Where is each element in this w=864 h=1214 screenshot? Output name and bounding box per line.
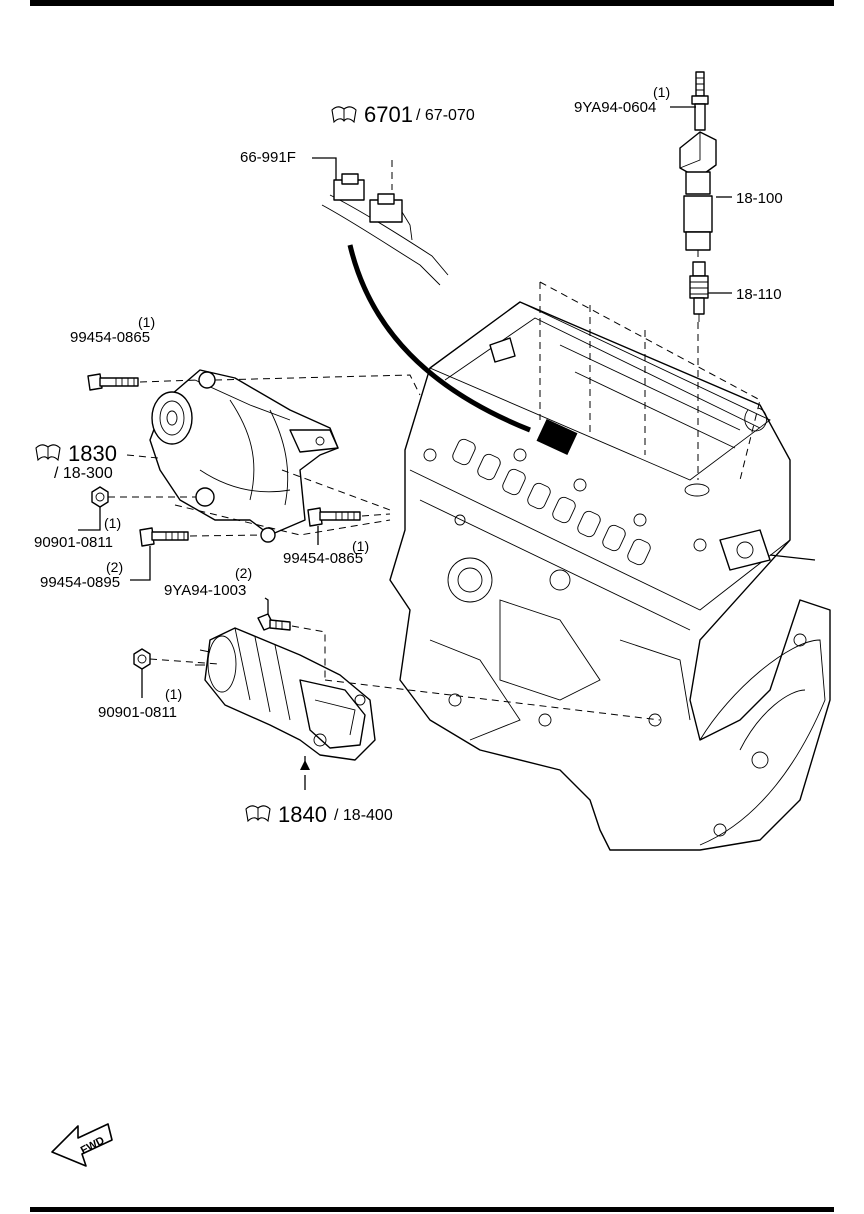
callout-starter-sub: / 18-400: [334, 807, 393, 824]
qty-alt-nut: (1): [104, 515, 121, 531]
ignition-coil: [679, 131, 717, 179]
alt-bolt-upper: [87, 373, 421, 396]
engine-block: [389, 301, 831, 851]
qty-starter-nut: (1): [165, 686, 182, 702]
head-connector: [536, 418, 578, 456]
reference-book-icon: [331, 106, 357, 124]
label-ignition-coil: 18-100: [736, 190, 783, 207]
fwd-arrow-icon: FWD: [51, 1123, 113, 1167]
label-alt-bolt-lower: 99454-0895: [40, 574, 120, 591]
spark-plug: [689, 261, 709, 322]
reference-book-icon: [35, 444, 61, 462]
starter-stud: [257, 597, 661, 721]
callout-alternator-ref: 1830: [68, 441, 117, 466]
callout-starter: 1840 / 18-400: [245, 802, 393, 827]
reference-book-icon: [245, 805, 271, 823]
label-alt-nut: 90901-0811: [34, 534, 113, 551]
label-starter-nut: 90901-0811: [98, 704, 177, 721]
qty-alt-bolt-lower: (2): [106, 559, 123, 575]
starter-nut: [133, 648, 219, 698]
top-border: [30, 0, 834, 6]
bottom-border: [30, 1207, 834, 1212]
harness-route-line: [347, 244, 531, 433]
callout-alternator: 1830 / 18-300: [35, 441, 117, 482]
label-spark-plug: 18-110: [736, 286, 782, 303]
callout-alternator-sub: / 18-300: [54, 465, 113, 482]
qty-alt-bolt-upper: (1): [138, 314, 155, 330]
callout-starter-ref: 1840: [278, 802, 327, 827]
alt-bolt-right: [281, 469, 391, 545]
label-starter-stud: 9YA94-1003: [164, 582, 246, 599]
label-alt-bolt-right: 99454-0865: [283, 550, 363, 567]
ignition-coil-assembly: [670, 71, 732, 480]
wiring-harness: [321, 173, 531, 433]
label-harness-clip: 66-991F: [240, 149, 296, 166]
starter-motor: [195, 627, 376, 790]
callout-wiring: 6701 / 67-070: [331, 102, 475, 127]
qty-starter-stud: (2): [235, 565, 252, 581]
label-coil-bolt: 9YA94-0604: [574, 99, 656, 116]
qty-coil-bolt: (1): [653, 84, 670, 100]
alternator: [149, 369, 339, 543]
callout-wiring-sub: / 67-070: [416, 107, 475, 124]
qty-alt-bolt-right: (1): [352, 538, 369, 554]
alt-nut: [78, 486, 196, 531]
label-alt-bolt-upper: 99454-0865: [70, 329, 150, 346]
callout-wiring-ref: 6701: [364, 102, 413, 127]
alt-bolt-lower: [130, 504, 391, 581]
